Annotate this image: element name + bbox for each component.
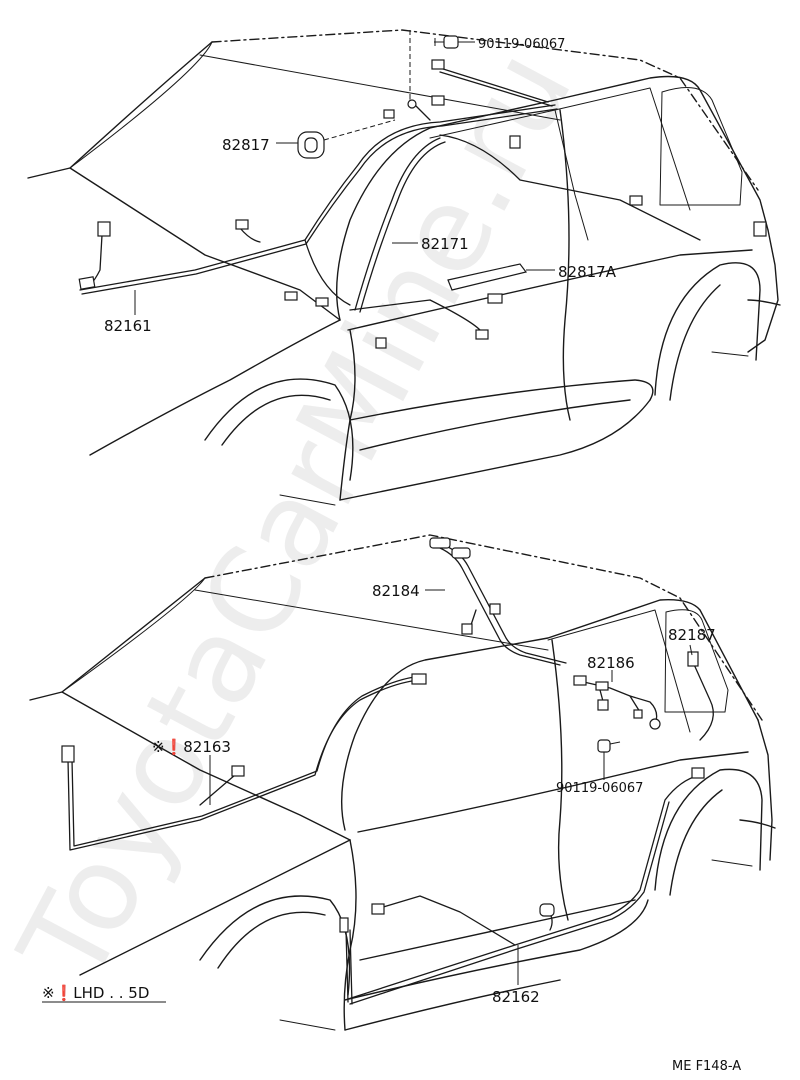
footnote-lhd-5d: ※❗LHD . . 5D xyxy=(42,984,149,1002)
label-82161: 82161 xyxy=(104,317,152,335)
top-car-body xyxy=(27,29,781,506)
label-82184: 82184 xyxy=(372,582,420,600)
label-82162: 82162 xyxy=(492,988,540,1006)
label-82186: 82186 xyxy=(587,654,635,672)
drawing-code: ME F148-A xyxy=(672,1059,741,1074)
protector-82817A xyxy=(447,263,528,291)
label-82171: 82171 xyxy=(421,235,469,253)
label-82817: 82817 xyxy=(222,136,270,154)
bolt-90119-top xyxy=(434,35,459,49)
bolt-90119-bottom xyxy=(597,739,621,753)
grommet-82817 xyxy=(297,131,325,159)
bottom-connectors xyxy=(61,537,705,933)
watermark: ToyotaCarMine.ru xyxy=(0,28,599,1004)
top-connectors xyxy=(78,35,767,349)
label-82187: 82187 xyxy=(668,626,716,644)
top-wire-harnesses xyxy=(79,67,701,331)
label-82163: ※❗82163 xyxy=(152,738,231,756)
label-90119-bottom: 90119-06067 xyxy=(556,781,643,796)
label-82817A: 82817A xyxy=(558,263,617,281)
label-90119-top: 90119-06067 xyxy=(478,37,565,52)
